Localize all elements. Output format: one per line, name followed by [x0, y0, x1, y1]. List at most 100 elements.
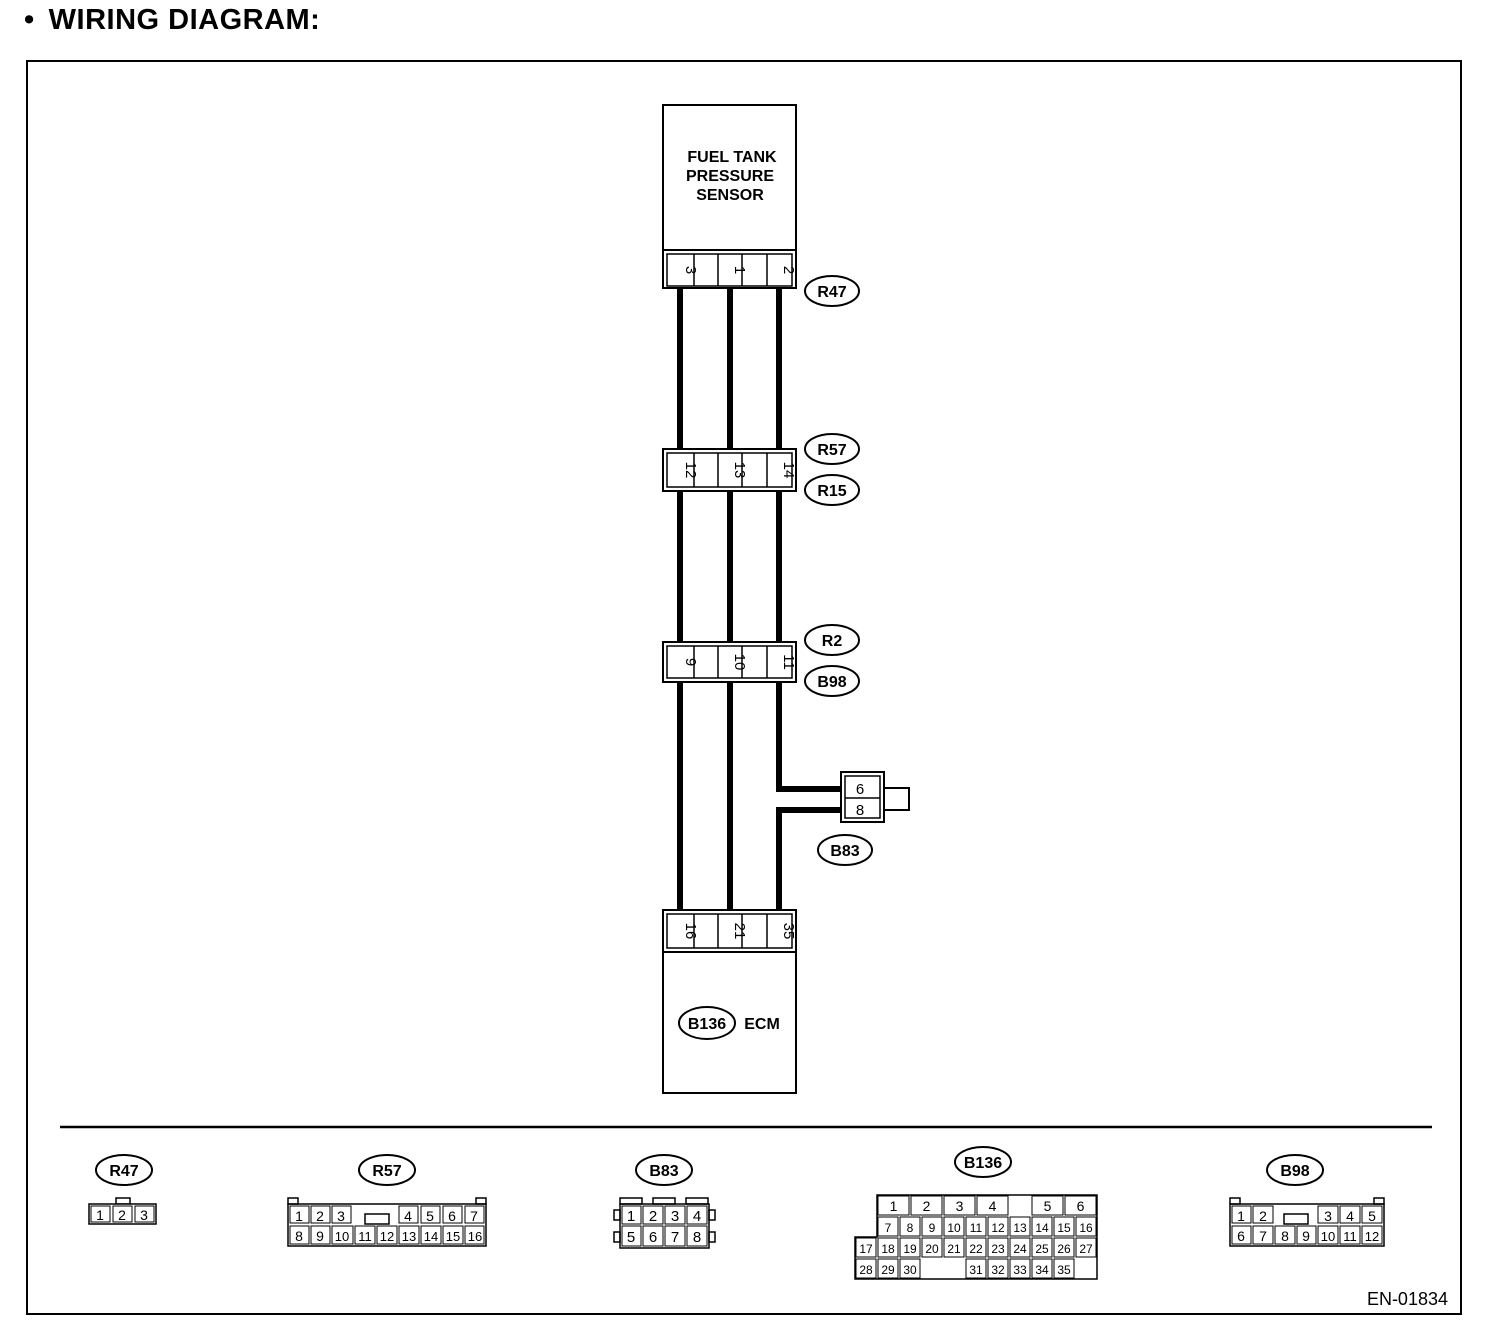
legend-b136-pin: 16: [1079, 1221, 1093, 1235]
legend-b136-cell: [921, 1237, 943, 1258]
legend-b136-cell: [921, 1216, 943, 1237]
legend-b136-pin: 25: [1035, 1242, 1049, 1256]
legend-b136-pin: 3: [956, 1198, 964, 1214]
legend-b136-pin: 17: [859, 1242, 873, 1256]
legend-r57-pin: 15: [446, 1229, 460, 1244]
b136-pin-16: 16: [682, 923, 699, 940]
connector-b83: 6 8: [840, 771, 910, 823]
b136-pin-21: 21: [731, 923, 748, 940]
legend-r47: R47 1 2 3: [88, 1154, 157, 1225]
legend-b136-pin: 30: [903, 1263, 917, 1277]
sensor-label-line-1: FUEL TANK: [687, 149, 777, 166]
legend-b136-cell: [877, 1195, 910, 1216]
legend-b98-pin: 6: [1237, 1228, 1245, 1244]
legend-b83-label: B83: [649, 1163, 678, 1180]
legend-b136-pin: 35: [1057, 1263, 1071, 1277]
legend-b136-pin: 34: [1035, 1263, 1049, 1277]
figure-code: EN-01834: [1367, 1289, 1448, 1309]
legend-r57-pin: 1: [295, 1208, 303, 1224]
legend-b136-pin: 10: [947, 1221, 961, 1235]
wire-bundle-middle: [677, 491, 782, 642]
legend-b136-cell: [877, 1237, 899, 1258]
legend-r57-label: R57: [372, 1163, 401, 1180]
ecm-label: ECM: [744, 1016, 780, 1033]
legend-b136-pin: 11: [970, 1221, 983, 1235]
legend-r47-pin: 2: [118, 1207, 126, 1223]
legend-b98-pin: 7: [1259, 1228, 1267, 1244]
legend-b136-cell: [987, 1258, 1009, 1279]
legend-r57-pin: 10: [335, 1229, 349, 1244]
title-bullet: •: [24, 4, 35, 36]
legend-b136-pin: 13: [1013, 1221, 1027, 1235]
legend-r47-pin: 3: [140, 1207, 148, 1223]
legend-b136-cell: [855, 1258, 877, 1279]
legend-b136-cell: [965, 1237, 987, 1258]
page-title: •WIRING DIAGRAM:: [24, 4, 320, 37]
r47-connector-label: R47: [817, 284, 846, 301]
legend-r57-pin: 5: [426, 1208, 434, 1224]
legend-b136-pin: 8: [907, 1221, 914, 1235]
r47-pin-2: 2: [780, 266, 797, 274]
legend-b136-cell: [976, 1195, 1009, 1216]
connector-r2-b98: 9 10 11: [662, 641, 797, 683]
legend-b136-pin: 7: [885, 1221, 892, 1235]
b83-pin-6: 6: [856, 781, 864, 798]
legend-b83-pin: 4: [693, 1208, 701, 1225]
legend-r47-pin: 1: [96, 1207, 104, 1223]
legend-b136-cell: [899, 1258, 921, 1279]
legend-b136-cell: [965, 1216, 987, 1237]
wire-bundle-lower: [677, 682, 843, 912]
legend-b136-cell: [1075, 1237, 1097, 1258]
legend-b136-pin: 27: [1079, 1242, 1093, 1256]
legend-r57-pin: 2: [316, 1208, 324, 1224]
legend-b98-pin: 1: [1237, 1208, 1245, 1224]
legend-b98-grid: [1231, 1205, 1383, 1245]
legend-b136-cell: [877, 1216, 899, 1237]
legend-b98-pin: 4: [1346, 1208, 1354, 1224]
legend-b83-pin: 7: [671, 1229, 679, 1246]
legend-b136-pin: 32: [991, 1263, 1005, 1277]
legend-b98-pin: 8: [1281, 1228, 1289, 1244]
legend-b136-pin: 29: [881, 1263, 895, 1277]
r2-connector-label: R2: [822, 633, 843, 650]
legend-r57: R57 1 2 3 4 5 6 7 8 9 10 11 12 13 14 15 …: [287, 1154, 487, 1247]
legend-b136-pin: 5: [1044, 1198, 1052, 1214]
legend-r57-row-1: [289, 1205, 485, 1224]
legend-b136-cell: [965, 1258, 987, 1279]
legend-b136-pin: 33: [1013, 1263, 1027, 1277]
legend-b136-pin: 26: [1057, 1242, 1071, 1256]
legend-b136-pin: 22: [969, 1242, 983, 1256]
legend-b136-cell: [899, 1216, 921, 1237]
legend-r57-pin: 11: [358, 1229, 372, 1244]
legend-b136-cell: [899, 1237, 921, 1258]
legend-b136-frame: [854, 1194, 1098, 1280]
legend-b98-pin: 2: [1259, 1208, 1267, 1224]
legend-b136-pin: 28: [859, 1263, 873, 1277]
legend-r57-pin: 14: [424, 1229, 438, 1244]
legend-r57-row-2: [289, 1225, 485, 1245]
legend-b98-pin: 10: [1321, 1229, 1335, 1244]
legend-b83-pin: 2: [649, 1208, 657, 1225]
r57-connector-label: R57: [817, 442, 846, 459]
legend-b136-cell: [1053, 1237, 1075, 1258]
b98-connector-label: B98: [817, 674, 846, 691]
r15-connector-label: R15: [817, 483, 846, 500]
legend-b136-pin: 15: [1057, 1221, 1071, 1235]
legend-b136-pin: 14: [1035, 1221, 1049, 1235]
b83-pin-8: 8: [856, 802, 864, 819]
sensor-label-line-2: PRESSURE: [686, 168, 774, 185]
legend-b136-cell: [1009, 1258, 1031, 1279]
connector-r57-r15: 12 13 14: [662, 448, 797, 492]
legend-b83-pin: 3: [671, 1208, 679, 1225]
legend-b83-pin: 1: [627, 1208, 635, 1225]
r47-pin-1: 1: [731, 266, 748, 274]
legend-b83-pin: 5: [627, 1229, 635, 1246]
legend-b136-pin: 1: [890, 1198, 898, 1214]
legend-b136-cell: [943, 1216, 965, 1237]
legend-b136-cell: [943, 1237, 965, 1258]
r57-pin-12: 12: [682, 462, 699, 479]
legend-r57-pin: 3: [337, 1208, 345, 1224]
